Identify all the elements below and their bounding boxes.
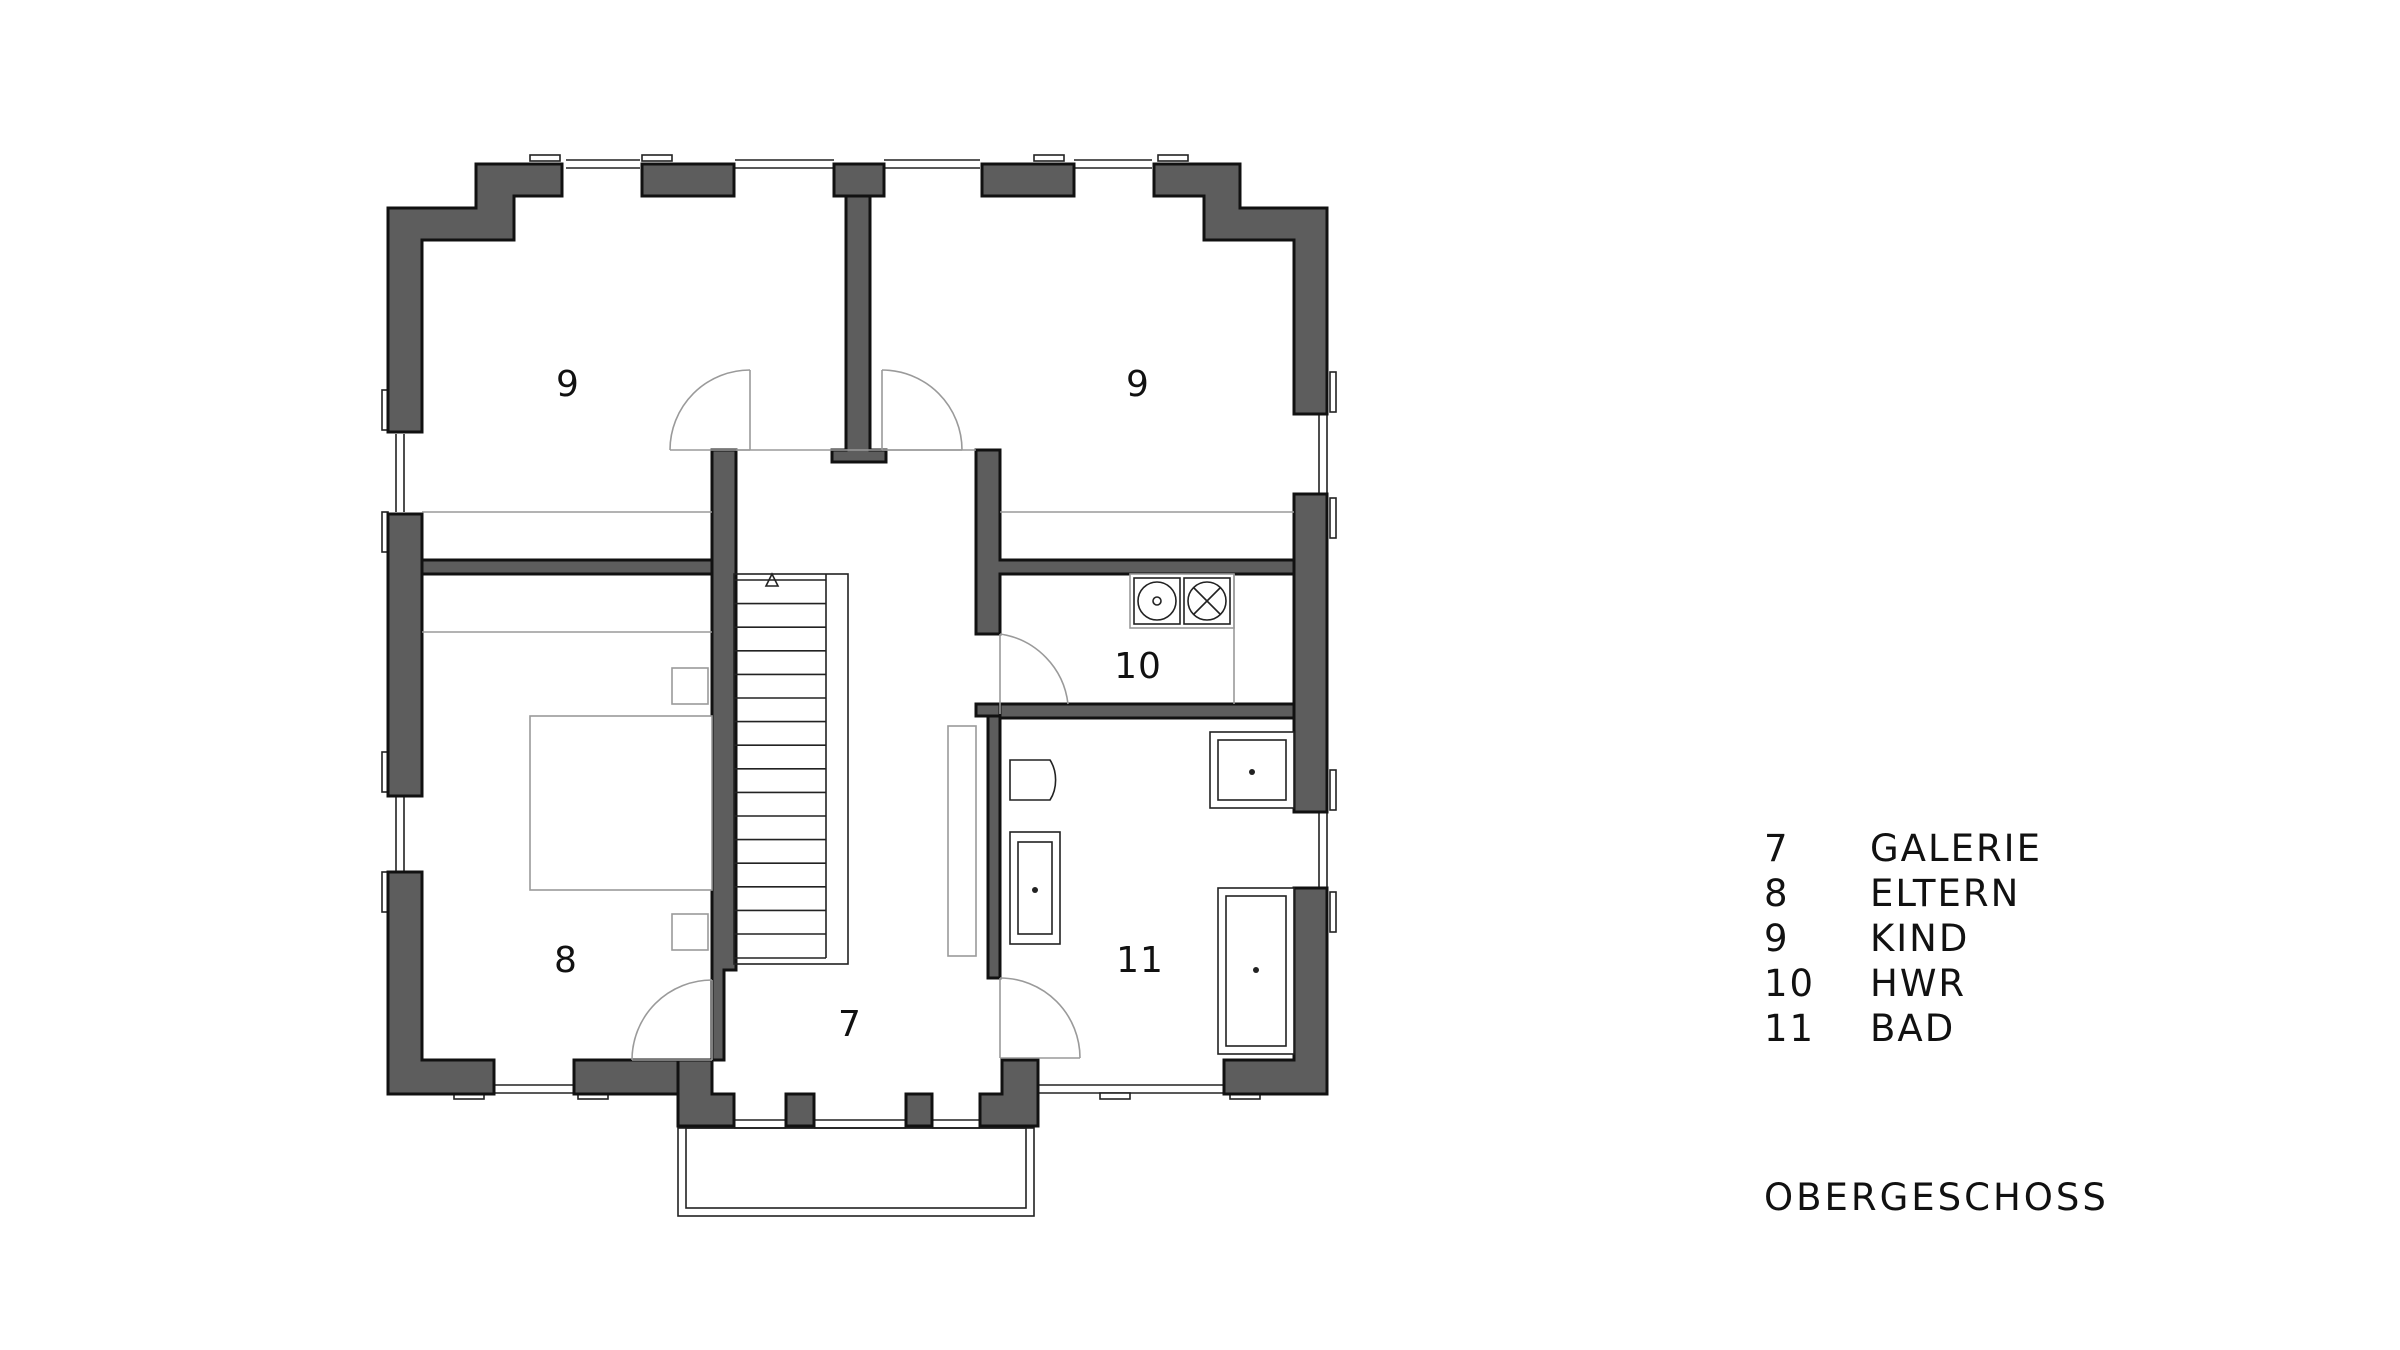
legend-name: ELTERN <box>1870 872 2021 915</box>
legend-row: 10 HWR <box>1764 961 2042 1006</box>
nightstand <box>671 913 709 951</box>
legend-name: BAD <box>1870 1007 1956 1050</box>
room-label-kind-left: 9 <box>556 364 580 405</box>
bed <box>529 715 713 891</box>
room-label-kind-right: 9 <box>1126 364 1150 405</box>
floor-title: OBERGESCHOSS <box>1764 1176 2109 1219</box>
room-label-galerie: 7 <box>838 1004 862 1045</box>
legend-row: 11 BAD <box>1764 1006 2042 1051</box>
room-legend: 7 GALERIE 8 ELTERN 9 KIND 10 HWR 11 BAD <box>1764 826 2042 1051</box>
legend-row: 9 KIND <box>1764 916 2042 961</box>
legend-number: 10 <box>1764 962 1816 1005</box>
legend-name: GALERIE <box>1870 827 2042 870</box>
toilet <box>1009 759 1057 801</box>
room-label-bad: 11 <box>1116 940 1164 981</box>
windows <box>395 159 1328 1129</box>
doors <box>422 369 1294 1061</box>
legend-number: 8 <box>1764 872 1790 915</box>
legend-name: HWR <box>1870 962 1967 1005</box>
balcony <box>677 1127 1035 1217</box>
legend-number: 7 <box>1764 827 1790 870</box>
staircase <box>733 572 849 965</box>
legend-number: 9 <box>1764 917 1790 960</box>
gallery-shelf <box>947 725 977 957</box>
washing-machine <box>1133 577 1181 625</box>
legend-row: 8 ELTERN <box>1764 871 2042 916</box>
furniture <box>529 667 977 957</box>
room-label-hwr: 10 <box>1114 646 1162 687</box>
legend-row: 7 GALERIE <box>1764 826 2042 871</box>
legend-number: 11 <box>1764 1007 1816 1050</box>
nightstand <box>671 667 709 705</box>
legend-name: KIND <box>1870 917 1970 960</box>
walls <box>386 162 1329 1128</box>
room-label-eltern: 8 <box>554 940 578 981</box>
bathroom-fixtures <box>1009 731 1295 1055</box>
stair-up-arrow <box>764 572 780 587</box>
hwr-fixtures <box>1129 573 1235 704</box>
